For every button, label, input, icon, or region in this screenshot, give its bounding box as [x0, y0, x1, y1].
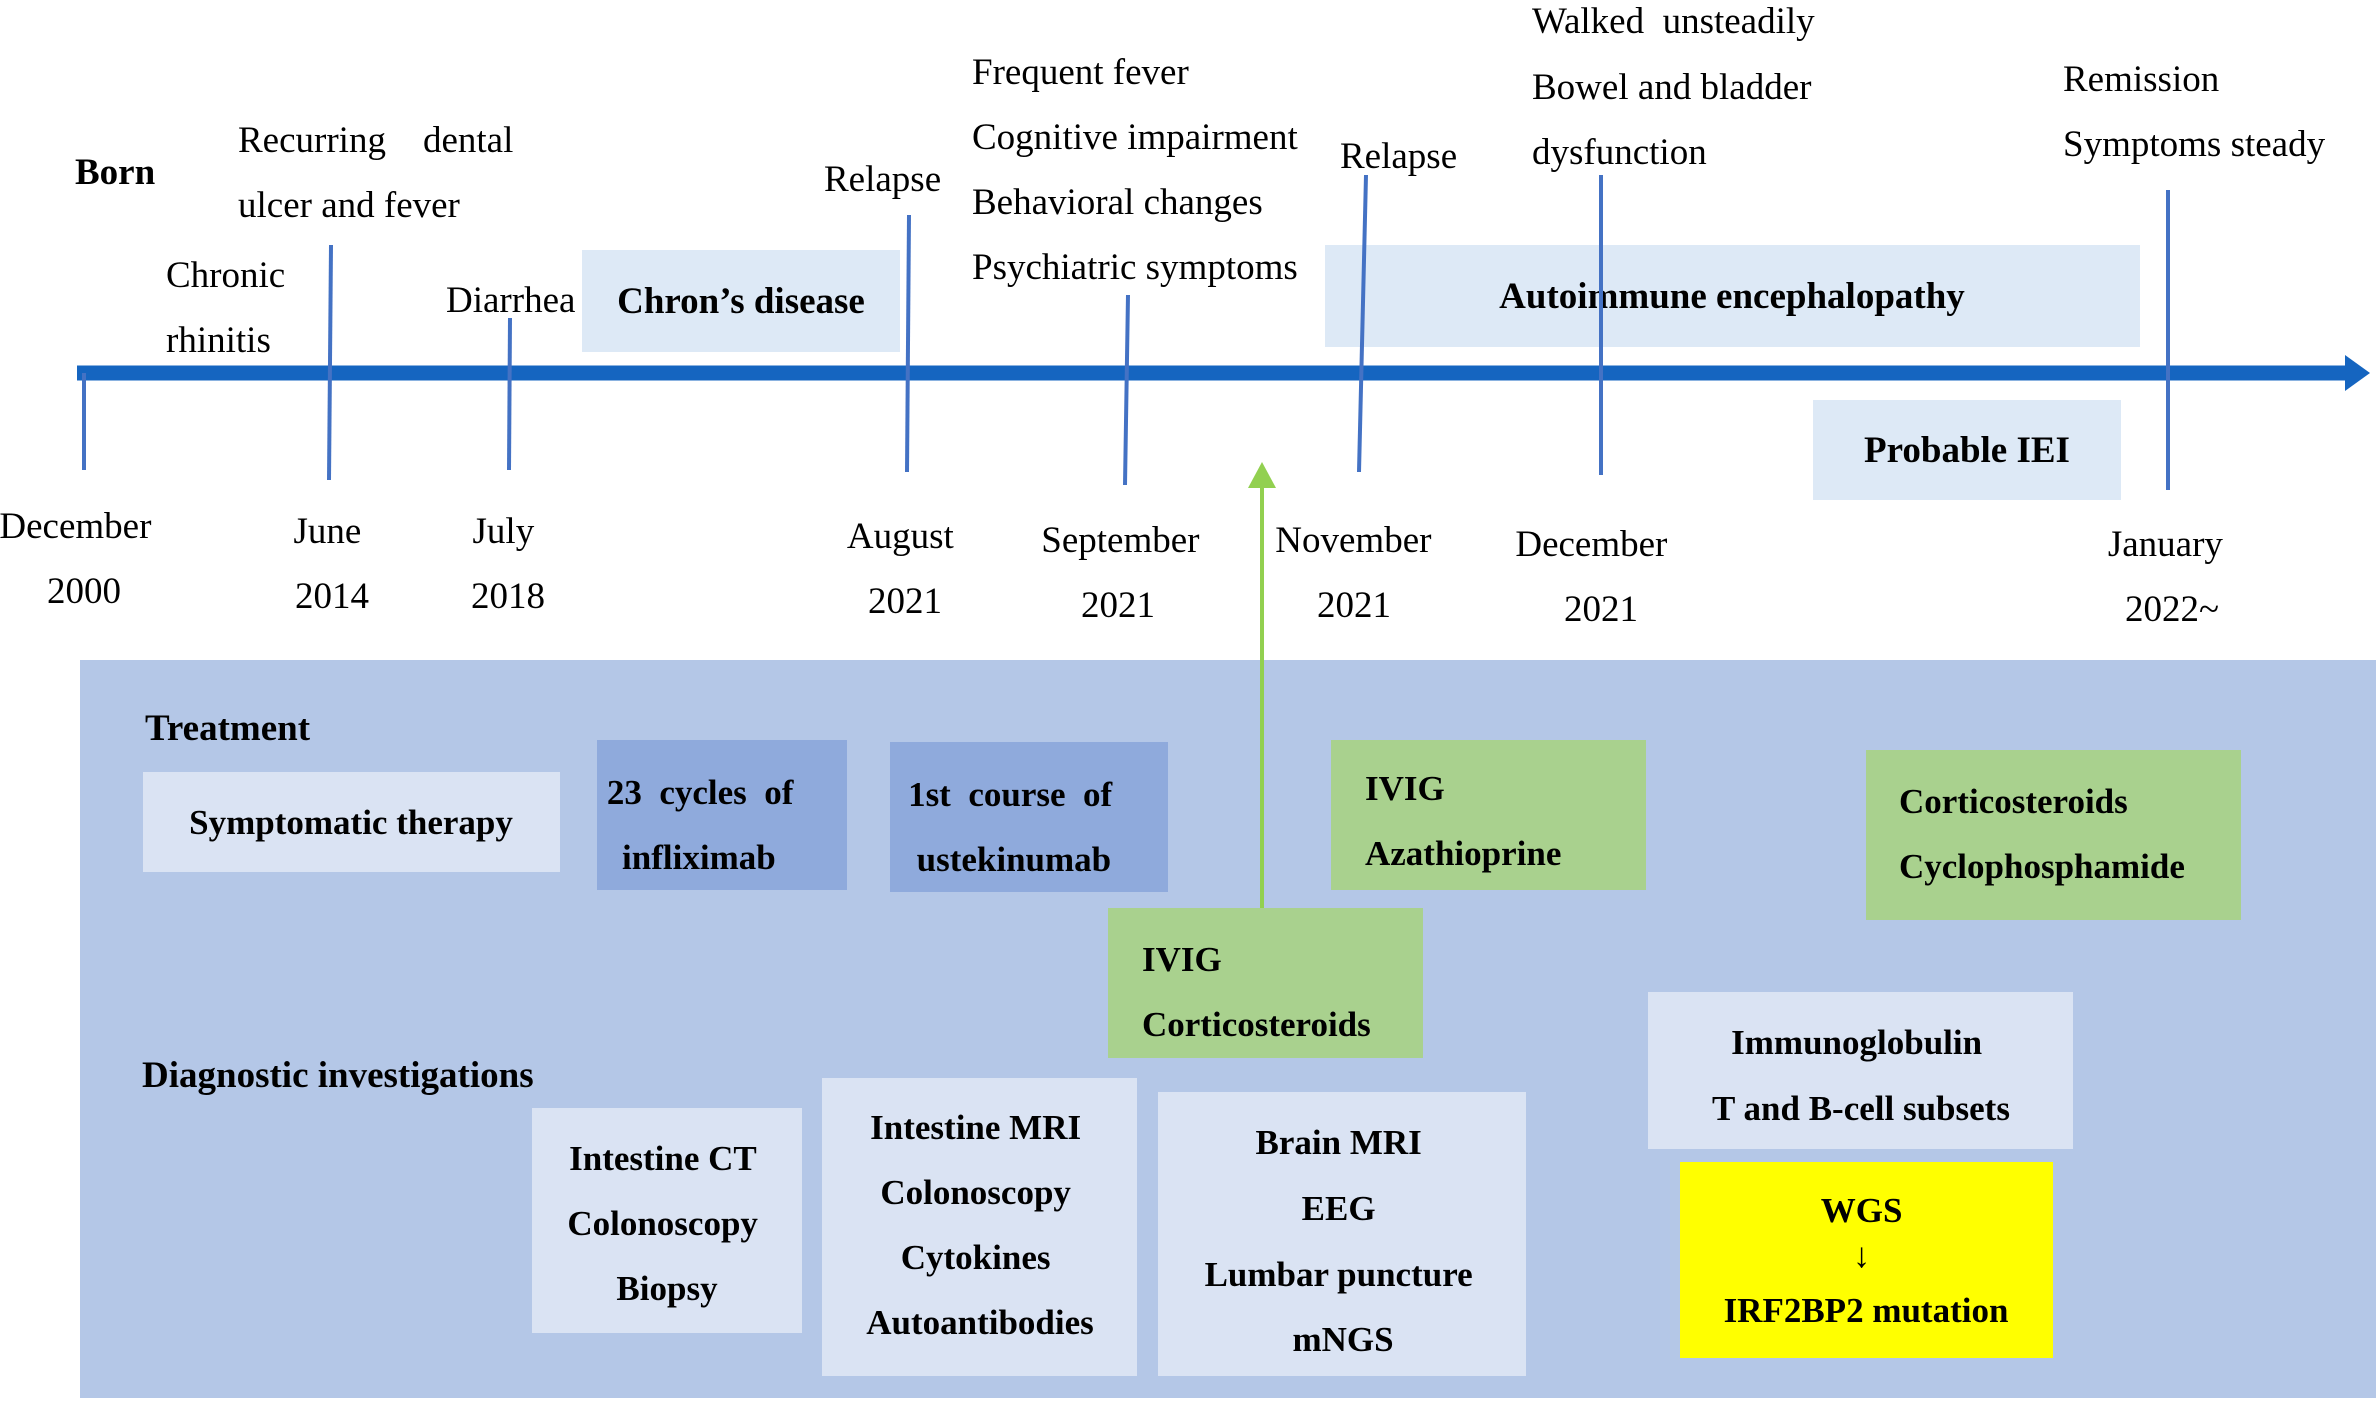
- green-up-arrowhead: [1248, 462, 1276, 488]
- corticosteroids-cyclophosphamide-label: Corticosteroids Cyclophosphamide: [1899, 782, 2185, 886]
- event-chronic-rhinitis: Chronic rhinitis: [166, 255, 294, 361]
- diagnostics-set4-label: Immunoglobulin T and B-cell subsets: [1712, 1023, 2010, 1128]
- diagnostics-set4-box: [1648, 992, 2073, 1149]
- symptomatic-therapy-label: Symptomatic therapy: [189, 803, 513, 842]
- date-jan-2022: January 2022~: [2108, 524, 2232, 630]
- tick-nov-2021: [1357, 174, 1368, 473]
- ivig-azathioprine-label: IVIG Azathioprine: [1365, 769, 1561, 873]
- date-jun-2014: June 2014: [293, 511, 370, 617]
- diagnostics-set3-label: Brain MRI EEG Lumbar puncture mNGS: [1205, 1123, 1482, 1359]
- tick-jul-2018: [507, 317, 512, 471]
- ustekinumab-box: [890, 742, 1168, 892]
- date-labels: December 2000 June 2014 July 2018 August…: [0, 506, 2232, 630]
- event-diarrhea: Diarrhea: [446, 280, 575, 321]
- autoimmune-encephalopathy-label: Autoimmune encephalopathy: [1499, 276, 1965, 317]
- tick-sep-2021: [1123, 294, 1130, 486]
- event-relapse-aug: Relapse: [824, 159, 941, 200]
- date-nov-2021: November 2021: [1275, 520, 1440, 626]
- wgs-box: [1680, 1162, 2053, 1358]
- treatment-heading: Treatment: [145, 708, 311, 749]
- infliximab-label: 23 cycles of infliximab: [0, 0, 837, 877]
- date-aug-2021: August 2021: [847, 516, 963, 622]
- date-jul-2018: July 2018: [471, 511, 545, 617]
- symptomatic-therapy-box: [143, 772, 560, 872]
- tick-jun-2014: [327, 244, 333, 481]
- diagnostics-set2-label: Intestine MRI Colonoscopy Cytokines Auto…: [866, 1108, 1094, 1342]
- event-recurring-ulcer-fever: Recurring dental ulcer and fever: [238, 0, 560, 226]
- diagnostics-set1-label: Intestine CT Colonoscopy Biopsy: [567, 1139, 766, 1308]
- autoimmune-encephalopathy-box: [1325, 245, 2140, 347]
- date-dec-2000: December 2000: [0, 506, 161, 612]
- event-sept-symptoms: Frequent fever Cognitive impairment Beha…: [972, 52, 1307, 288]
- corticosteroids-cyclophosphamide-box: [1866, 750, 2241, 920]
- diagnostics-set1-box: [532, 1108, 802, 1333]
- wgs-label: WGS ↓ IRF2BP2 mutation: [1724, 1191, 2009, 1330]
- timeline-axis-arrowhead: [2345, 355, 2370, 391]
- event-relapse-nov: Relapse: [1340, 136, 1457, 177]
- crohns-disease-label: Chron’s disease: [617, 281, 865, 322]
- event-remission: Remission Symptoms steady: [2063, 59, 2326, 165]
- probable-iei-box: [1813, 400, 2121, 500]
- event-dec-symptoms: Walked unsteadily Bowel and bladder dysf…: [1532, 0, 1861, 173]
- diagnostic-heading: Diagnostic investigations: [142, 1055, 534, 1096]
- date-sep-2021: September 2021: [1041, 520, 1208, 626]
- tick-aug-2021: [905, 214, 911, 473]
- ivig-azathioprine-box: [1331, 740, 1646, 890]
- born-label: Born: [75, 152, 156, 193]
- probable-iei-label: Probable IEI: [1864, 430, 2070, 471]
- diagnostics-set2-box: [822, 1078, 1137, 1376]
- ustekinumab-label: 1st course of ustekinumab: [0, 0, 1156, 879]
- infliximab-box: [597, 740, 847, 890]
- crohns-disease-box: [582, 250, 900, 352]
- timeline-ticks: [82, 174, 2170, 490]
- ivig-corticosteroids-label: IVIG Corticosteroids: [1142, 940, 1371, 1044]
- date-dec-2021: December 2021: [1515, 524, 1676, 630]
- ivig-corticosteroids-box: [1108, 908, 1423, 1058]
- diagnostics-set3-box: [1158, 1092, 1526, 1376]
